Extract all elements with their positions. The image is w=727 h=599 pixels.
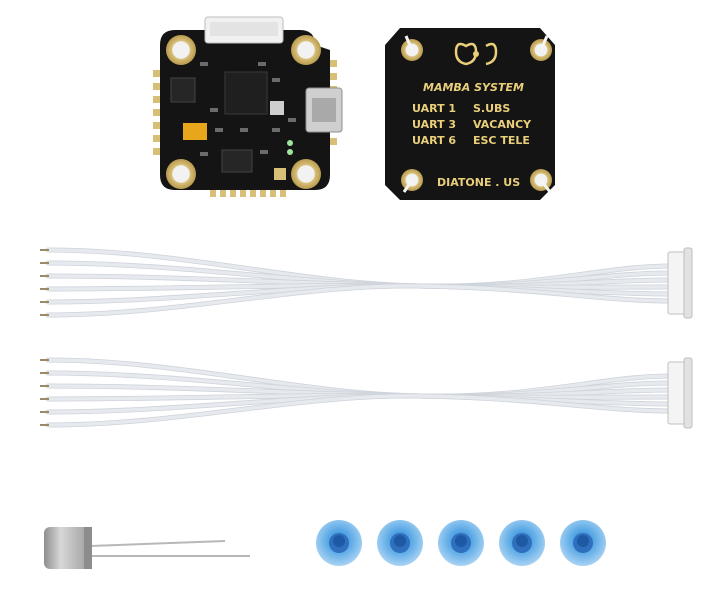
edge-pad (230, 190, 236, 197)
edge-pad (153, 96, 160, 103)
smd-part (272, 78, 280, 82)
edge-pad (153, 122, 160, 129)
board-title: MAMBA SYSTEM (423, 81, 524, 94)
edge-pad (270, 190, 276, 197)
edge-pad (250, 190, 256, 197)
smd-part (258, 62, 266, 66)
mcu-chip (224, 71, 268, 115)
grommet (438, 520, 484, 566)
grommet (316, 520, 362, 566)
smd-part (215, 128, 223, 132)
edge-pad (210, 190, 216, 197)
tantalum-capacitor (183, 123, 207, 140)
edge-pad (153, 83, 160, 90)
uart3-label: UART 3 (412, 118, 456, 131)
edge-pad (153, 109, 160, 116)
smd-part (288, 118, 296, 122)
mamba-logo (454, 42, 498, 66)
edge-pad (153, 135, 160, 142)
edge-pad (330, 73, 337, 80)
grommet (377, 520, 423, 566)
smd-part (272, 128, 280, 132)
uart6-label: UART 6 (412, 134, 456, 147)
edge-pad (260, 190, 266, 197)
uart3-value: VACANCY (473, 118, 532, 131)
edge-pad (153, 70, 160, 77)
edge-pad (240, 190, 246, 197)
grommet (560, 520, 606, 566)
uart1-value: S.UBS (473, 102, 510, 115)
crystal (270, 101, 284, 115)
edge-pad (280, 190, 286, 197)
edge-pad (153, 148, 160, 155)
flight-controller-front (153, 16, 343, 197)
uart1-label: UART 1 (412, 102, 456, 115)
smd-components (200, 62, 296, 156)
edge-pad (330, 138, 337, 145)
status-led (287, 140, 293, 146)
mount-hole-tr (291, 35, 321, 65)
board-footer: DIATONE . US (437, 176, 520, 189)
grommet (499, 520, 545, 566)
electrolytic-capacitor (44, 527, 250, 569)
gyro-chip (170, 77, 196, 103)
uart6-value: ESC TELE (473, 134, 530, 147)
boot-button (274, 168, 286, 180)
smd-part (200, 62, 208, 66)
smd-part (200, 152, 208, 156)
silicone-grommets (316, 520, 606, 566)
mount-hole-br (291, 159, 321, 189)
smd-part (210, 108, 218, 112)
flight-controller-back: MAMBA SYSTEM UART 1 S.UBS UART 3 VACANCY… (385, 28, 555, 200)
edge-pad (220, 190, 226, 197)
mount-hole-tl (166, 35, 196, 65)
mount-hole-bl (166, 159, 196, 189)
cable-harness-1 (40, 247, 693, 319)
smd-part (260, 150, 268, 154)
regulator-chip (221, 149, 253, 173)
edge-pad (330, 60, 337, 67)
cable-harness-2 (40, 357, 693, 429)
smd-part (240, 128, 248, 132)
